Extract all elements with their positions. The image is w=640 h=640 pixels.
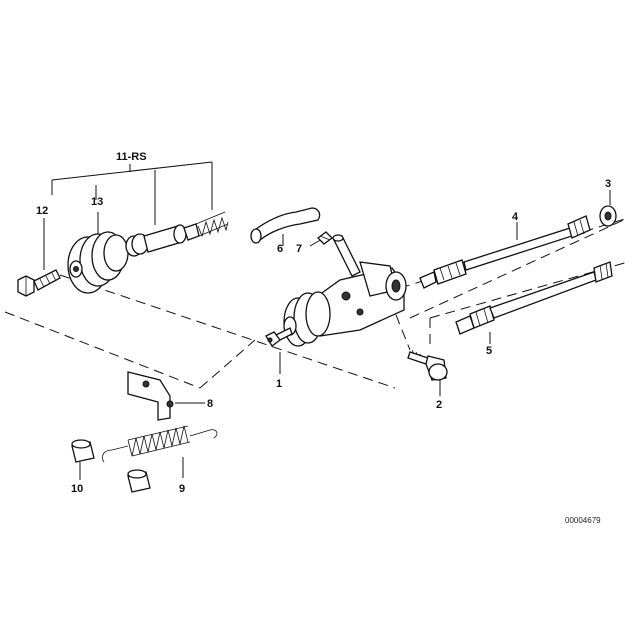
callout-9: 9 xyxy=(179,483,185,495)
part-4-pipe xyxy=(419,215,591,289)
part-10-bushings xyxy=(71,439,151,493)
callout-12: 12 xyxy=(36,205,48,217)
part-12-bleed-screw xyxy=(17,269,61,297)
callout-4: 4 xyxy=(512,211,519,223)
part-11-piston-kit xyxy=(125,211,229,257)
callout-1: 1 xyxy=(276,378,282,390)
part-13-rubber-boot xyxy=(67,231,129,294)
callout-3: 3 xyxy=(605,178,611,190)
callout-10: 10 xyxy=(71,483,83,495)
part-3-seal xyxy=(599,205,617,227)
part-6-hose xyxy=(250,207,321,244)
leader-lines xyxy=(43,161,611,480)
callout-labels: 1 2 3 4 5 6 7 8 9 10 11-RS 12 13 xyxy=(36,151,611,495)
callout-5: 5 xyxy=(486,345,492,357)
part-1-slave-cylinder xyxy=(265,234,407,347)
part-5-pipe xyxy=(455,261,613,335)
callout-11-rs: 11-RS xyxy=(116,151,147,163)
callout-13: 13 xyxy=(91,196,103,208)
document-number: 00004679 xyxy=(565,516,601,525)
callout-8: 8 xyxy=(207,398,213,410)
callout-6: 6 xyxy=(277,243,283,255)
part-8-bracket xyxy=(127,371,174,421)
part-9-spring xyxy=(102,425,218,463)
part-2-bolt xyxy=(407,349,448,381)
part-7-clamp xyxy=(317,231,333,245)
callout-2: 2 xyxy=(436,399,442,411)
callout-7: 7 xyxy=(296,243,302,255)
